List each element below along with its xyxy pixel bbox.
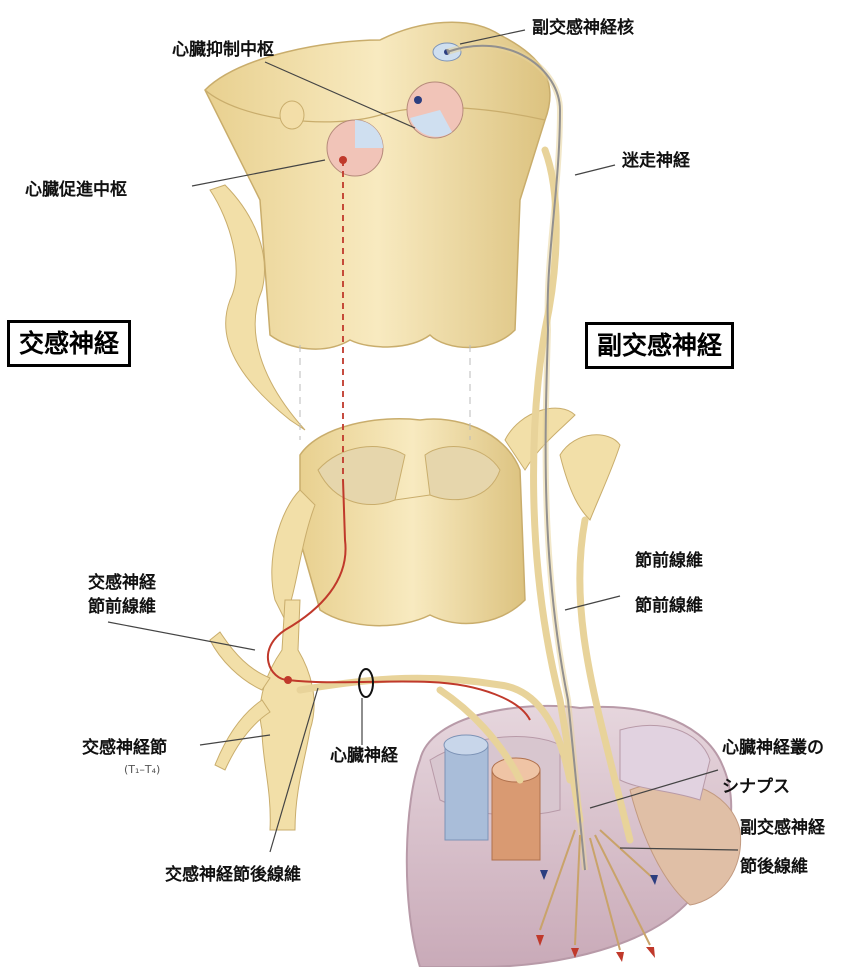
- label-cardiac-plexus-2: シナプス: [722, 779, 790, 796]
- vena-cava: [444, 735, 488, 840]
- label-parasympathetic-nucleus: 副交感神経核: [532, 20, 634, 37]
- title-parasympathetic: 副交感神経: [585, 322, 734, 369]
- title-sympathetic: 交感神経: [7, 320, 131, 367]
- spinal-cord-section: [272, 408, 620, 626]
- label-ganglion-levels: (T₁–T₄): [124, 764, 160, 775]
- label-preganglionic-fiber-b: 節前線維: [635, 598, 703, 615]
- sympathetic-ganglion-shape: [210, 600, 314, 830]
- label-sympathetic-postganglionic: 交感神経節後線維: [165, 867, 301, 884]
- label-sympathetic-preganglionic-1: 交感神経: [88, 575, 156, 592]
- label-preganglionic-fiber-a: 節前線維: [635, 553, 703, 570]
- label-sympathetic-ganglion: 交感神経節: [82, 740, 167, 757]
- label-parasympathetic-postganglionic-1: 副交感神経: [740, 820, 825, 837]
- label-cardiac-accelerator-center: 心臓促進中枢: [25, 182, 127, 199]
- label-sympathetic-preganglionic-2: 節前線維: [88, 599, 156, 616]
- label-cardiac-inhibitory-center: 心臓抑制中枢: [172, 42, 274, 59]
- label-parasympathetic-postganglionic-2: 節後線維: [740, 859, 808, 876]
- label-cardiac-nerve: 心臓神経: [330, 748, 398, 765]
- label-cardiac-plexus-1: 心臓神経叢の: [722, 740, 824, 757]
- sympathetic-synapse: [284, 676, 292, 684]
- label-vagus-nerve: 迷走神経: [622, 153, 690, 170]
